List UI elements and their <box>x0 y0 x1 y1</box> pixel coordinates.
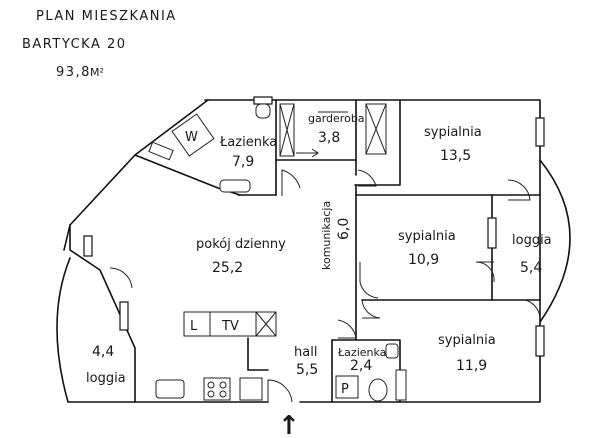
kitchen-cooktop <box>203 377 231 401</box>
wardrobe-garderoba <box>279 103 387 157</box>
room-loggia-left-name: loggia <box>86 371 126 386</box>
room-loggia-right-area: 5,4 <box>520 260 542 276</box>
windows <box>83 96 545 357</box>
room-loggia-right-name: loggia <box>512 233 552 248</box>
room-pokoj-dzienny-name: pokój dzienny <box>196 237 286 252</box>
garderoba-arrow-icon <box>296 148 319 158</box>
doors <box>109 169 541 403</box>
entry-arrow-icon: ↑ <box>278 411 300 438</box>
room-labels: Łazienka 7,9 garderoba 3,8 sypialnia 13,… <box>86 112 552 386</box>
plan-address: BARTYCKA 20 <box>22 37 127 52</box>
window-right-loggia <box>487 217 497 249</box>
plan-total-area-value: 93,8 <box>56 65 91 80</box>
room-sypialnia-bottom-area: 11,9 <box>456 358 487 374</box>
room-sypialnia-bottom-name: sypialnia <box>438 333 496 348</box>
bathtub <box>219 179 251 193</box>
shelf-l-label: L <box>190 319 198 334</box>
interior-walls <box>237 99 541 403</box>
shelf-l <box>183 311 211 337</box>
window-left-loggia <box>119 301 129 331</box>
plan-total-area-unit: M² <box>90 66 104 79</box>
shower-tray <box>385 343 399 359</box>
room-lazienka-small-area: 2,4 <box>350 358 372 374</box>
counter-left <box>148 141 174 161</box>
room-komunikacja-name: komunikacja <box>320 201 333 270</box>
washer-label: W <box>185 130 198 145</box>
cabinet-bottom-right <box>395 369 407 401</box>
room-sypialnia-top-area: 13,5 <box>440 148 471 164</box>
window-top-lazienka <box>253 96 273 105</box>
sink-top <box>255 103 271 119</box>
kitchen-sink <box>155 379 185 399</box>
room-sypialnia-mid-area: 10,9 <box>408 252 439 268</box>
kitchen-fridge <box>239 377 263 401</box>
window-right-sypialnia <box>535 117 545 147</box>
room-sypialnia-top-name: sypialnia <box>424 125 482 140</box>
room-garderoba-area: 3,8 <box>318 130 340 146</box>
window-left-top <box>83 235 93 257</box>
tv-label: TV <box>221 319 239 334</box>
room-lazienka-large-area: 7,9 <box>232 154 254 170</box>
room-pokoj-dzienny-area: 25,2 <box>212 260 243 276</box>
room-garderoba-name: garderoba <box>308 112 365 125</box>
room-lazienka-large-name: Łazienka <box>219 135 277 150</box>
plan-title: PLAN MIESZKANIA <box>36 9 177 24</box>
room-komunikacja-area: 6,0 <box>336 218 352 240</box>
room-hall-area: 5,5 <box>296 362 318 378</box>
window-right-lower <box>535 325 545 357</box>
room-sypialnia-mid-name: sypialnia <box>398 229 456 244</box>
fixtures: W L TV P <box>148 103 407 402</box>
outer-walls <box>56 99 571 403</box>
toilet <box>368 378 388 402</box>
room-lazienka-small-name: Łazienka <box>337 346 386 359</box>
pantry-label: P <box>341 382 349 397</box>
pantry-box <box>335 375 359 399</box>
washer-box <box>171 113 215 157</box>
room-hall-name: hall <box>294 345 317 360</box>
room-loggia-left-area: 4,4 <box>92 344 114 360</box>
